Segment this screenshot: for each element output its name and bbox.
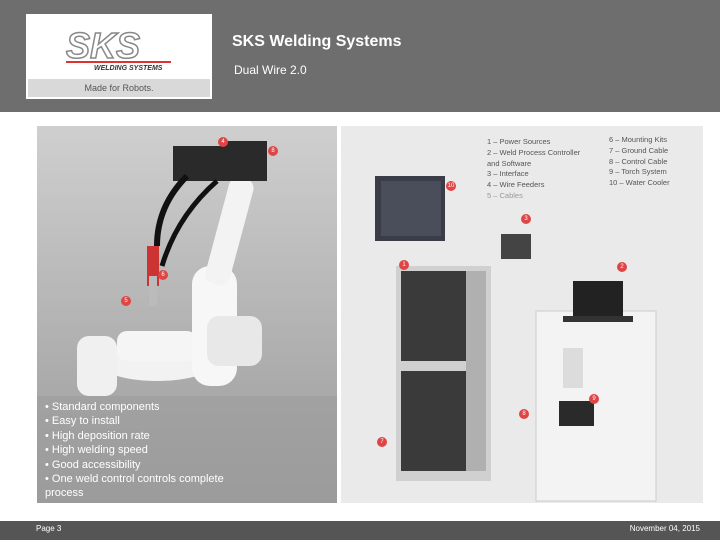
- legend-item: 1 – Power Sources: [487, 137, 551, 146]
- legend-item: 6 – Mounting Kits: [609, 135, 667, 144]
- legend-item: 8 – Control Cable: [609, 156, 668, 166]
- marker-7: 7: [377, 437, 387, 447]
- marker-2: 2: [617, 262, 627, 272]
- robot-photo: 4 8 6 5: [37, 126, 337, 503]
- marker-8: 8: [519, 409, 529, 419]
- wire-feeder-right: [222, 141, 267, 181]
- marker-5: 5: [121, 296, 131, 306]
- legend-item: 5 – Cables: [487, 190, 523, 200]
- power-source-top: [401, 271, 466, 361]
- marker-1: 1: [399, 260, 409, 270]
- marker-6: 6: [158, 270, 168, 280]
- page-title: SKS Welding Systems: [232, 33, 402, 50]
- marker-8: 8: [268, 146, 278, 156]
- feature-item: • High deposition rate: [45, 429, 150, 442]
- feature-item: • One weld control controls complete: [45, 473, 224, 486]
- marker-10: 10: [446, 181, 456, 191]
- header-bar: SKS WELDING SYSTEMS Made for Robots. SKS…: [0, 0, 720, 112]
- feature-list: • Standard components • Easy to install …: [45, 400, 224, 501]
- feature-item: • High welding speed: [45, 444, 148, 457]
- sks-logo-graphic: SKS WELDING SYSTEMS: [65, 24, 171, 72]
- welding-torch: [149, 276, 157, 306]
- robot-illustration: [37, 126, 337, 503]
- marker-4: 4: [218, 137, 228, 147]
- page-number: Page 3: [36, 524, 62, 533]
- footer-bar: [0, 521, 720, 540]
- controller-cabinet: [535, 310, 657, 502]
- company-logo: SKS WELDING SYSTEMS Made for Robots.: [26, 14, 212, 99]
- logo-tagline: Made for Robots.: [28, 79, 210, 97]
- legend-item: 7 – Ground Cable: [609, 145, 669, 155]
- robot-arm: [205, 177, 254, 286]
- logo-subtext: WELDING SYSTEMS: [94, 65, 163, 72]
- laptop: [573, 281, 623, 316]
- legend-item: and Software: [487, 158, 532, 168]
- legend-item: 2 – Weld Process Controller: [487, 147, 581, 157]
- page-subtitle: Dual Wire 2.0: [234, 63, 307, 77]
- marker-3: 3: [521, 214, 531, 224]
- feature-item: • Easy to install: [45, 415, 120, 428]
- legend-item: 4 – Wire Feeders: [487, 180, 545, 190]
- feature-item: • Good accessibility: [45, 458, 141, 471]
- legend-item: 9 – Torch System: [609, 167, 667, 177]
- power-source-bottom: [401, 371, 466, 471]
- interface-box: [501, 234, 531, 259]
- legend-item: 10 – Water Cooler: [609, 178, 670, 188]
- legend-left: 1 – Power Sources 2 – Weld Process Contr…: [487, 137, 580, 202]
- pendant: [563, 348, 583, 388]
- footer-date: November 04, 2015: [629, 524, 700, 533]
- torch-connector: [559, 401, 594, 426]
- feature-item: process: [45, 487, 84, 500]
- feature-item: • Standard components: [45, 401, 160, 413]
- legend-right: 6 – Mounting Kits 7 – Ground Cable 8 – C…: [609, 135, 670, 189]
- legend-item: 3 – Interface: [487, 169, 529, 179]
- marker-9: 9: [589, 394, 599, 404]
- components-illustration: [341, 126, 703, 503]
- logo-wordmark: SKS: [66, 25, 140, 66]
- components-photo: 1 – Power Sources 2 – Weld Process Contr…: [341, 126, 703, 503]
